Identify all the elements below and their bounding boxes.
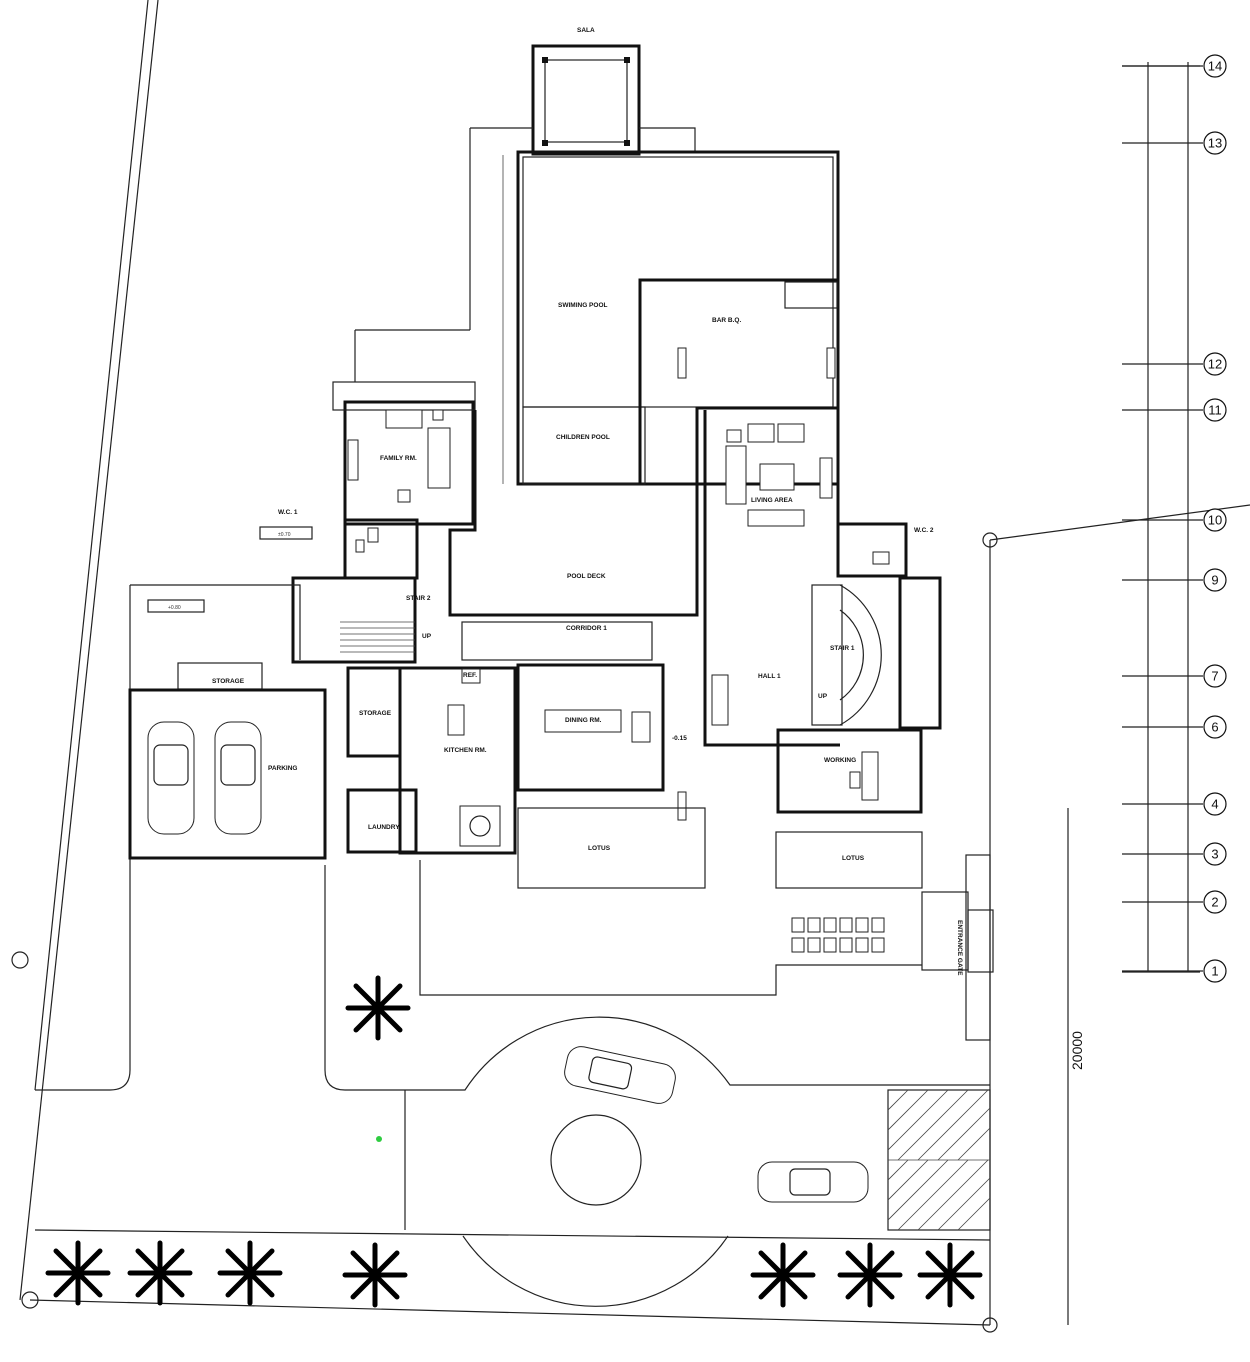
grid-bubble-label: 14 xyxy=(1208,59,1222,74)
palm-tree xyxy=(917,1242,983,1308)
ref-label: REF. xyxy=(463,672,477,679)
dining-label: DINING RM. xyxy=(565,717,602,724)
stair1-up: UP xyxy=(818,693,828,700)
dining-room: DINING RM. -0.15 xyxy=(516,663,687,821)
driveway-car xyxy=(757,1161,869,1203)
driveway xyxy=(35,865,991,1307)
laundry-label: LAUNDRY xyxy=(368,824,400,831)
living-area-label: LIVING AREA xyxy=(751,497,793,504)
entrance-gate-label: ENTRANCE GATE xyxy=(956,920,963,976)
corridor-label: CORRIDOR 1 xyxy=(566,625,607,632)
grid-bubble xyxy=(1203,352,1227,376)
stair1-label: STAIR 1 xyxy=(830,645,855,652)
pool-deck-label: POOL DECK xyxy=(567,573,606,580)
swimming-pool-label: SWIMING POOL xyxy=(558,302,608,309)
grid-bubble-label: 3 xyxy=(1211,847,1218,862)
storage-left-level: +0.80 xyxy=(168,605,181,611)
grid-axis: 20000 xyxy=(1067,62,1200,1325)
wc1-label: W.C. 1 xyxy=(278,509,298,516)
palm-tree xyxy=(127,1240,193,1306)
driveway-car xyxy=(564,1046,676,1104)
sala: SALA xyxy=(531,27,641,156)
grid-bubble xyxy=(1203,54,1227,78)
grid-bubble-label: 13 xyxy=(1208,136,1222,151)
grid-bubble-label: 7 xyxy=(1211,669,1218,684)
parking-area: +0.80 STORAGE PARKING xyxy=(128,584,327,865)
grid-bubble-label: 12 xyxy=(1208,357,1222,372)
grid-bubble-label: 11 xyxy=(1208,403,1222,418)
grid-bubble-label: 9 xyxy=(1211,573,1218,588)
sala-label: SALA xyxy=(577,27,595,34)
stair2-treads xyxy=(340,621,415,653)
wc1-stair2: W.C. 1 ±0.70 STAIR 2 UP xyxy=(259,509,432,664)
grid-bubble xyxy=(1203,715,1227,739)
wc2: W.C. 2 xyxy=(836,522,934,578)
grid-bubble xyxy=(1203,664,1227,688)
working-label: WORKING xyxy=(824,757,856,764)
wc1-level: ±0.70 xyxy=(278,532,291,538)
grid-bubble xyxy=(1203,398,1227,422)
marker-dot xyxy=(376,1136,382,1142)
grid-bubble xyxy=(1203,959,1227,983)
stair2-label: STAIR 2 xyxy=(406,595,431,602)
grid-bubble xyxy=(1203,842,1227,866)
lotus2-label: LOTUS xyxy=(842,855,865,862)
hall-label: HALL 1 xyxy=(758,673,781,680)
grid-bubble-label: 6 xyxy=(1211,720,1218,735)
bar-label: BAR B.Q. xyxy=(712,317,741,324)
site-boundary xyxy=(11,0,1250,1333)
storage-left-label: STORAGE xyxy=(212,678,245,685)
grid-bubble-label: 2 xyxy=(1211,895,1218,910)
living-area: LIVING AREA xyxy=(725,423,833,527)
grid-bubble xyxy=(1203,131,1227,155)
level-015: -0.15 xyxy=(672,735,687,742)
front-terrace: ENTRANCE GATE xyxy=(419,854,994,1041)
stair2-up: UP xyxy=(422,633,432,640)
service-rooms: STORAGE LAUNDRY REF. KITCHEN RM. xyxy=(346,666,517,855)
parked-car xyxy=(214,721,262,835)
wc2-label: W.C. 2 xyxy=(914,527,934,534)
palm-tree xyxy=(342,1242,408,1308)
palm-tree xyxy=(345,975,411,1041)
lotus-pools: LOTUS LOTUS xyxy=(517,807,923,889)
grid-bubbles: 14 13 12 11 10 9 7 6 4 3 2 1 xyxy=(1122,54,1227,983)
storage-label: STORAGE xyxy=(359,710,392,717)
parked-car xyxy=(147,721,195,835)
grid-bubble-label: 1 xyxy=(1211,964,1218,979)
pool-block: SWIMING POOL CHILDREN POOL BAR B.Q. xyxy=(354,127,840,486)
grid-bubble-label: 4 xyxy=(1211,797,1218,812)
grid-bubble xyxy=(1203,568,1227,592)
hatch xyxy=(887,1089,991,1231)
working-room: WORKING xyxy=(776,728,923,814)
dimension-total: 20000 xyxy=(1069,1031,1085,1070)
palm-tree xyxy=(750,1242,816,1308)
corridor-hall: CORRIDOR 1 HALL 1 STAIR 1 UP xyxy=(461,410,942,747)
pool-deck: POOL DECK xyxy=(448,406,840,617)
family-room: FAMILY RM. xyxy=(332,381,476,526)
family-rm-label: FAMILY RM. xyxy=(380,455,417,462)
grid-bubble-label: 10 xyxy=(1208,513,1222,528)
parking-label: PARKING xyxy=(268,765,298,772)
grid-bubble xyxy=(1203,792,1227,816)
grid-bubble xyxy=(1203,508,1227,532)
palm-tree xyxy=(837,1242,903,1308)
lotus1-label: LOTUS xyxy=(588,845,611,852)
kitchen-label: KITCHEN RM. xyxy=(444,747,487,754)
palm-tree xyxy=(217,1240,283,1306)
planters xyxy=(791,917,885,953)
palm-tree xyxy=(45,1240,111,1306)
grid-bubble xyxy=(1203,890,1227,914)
children-pool-label: CHILDREN POOL xyxy=(556,434,610,441)
